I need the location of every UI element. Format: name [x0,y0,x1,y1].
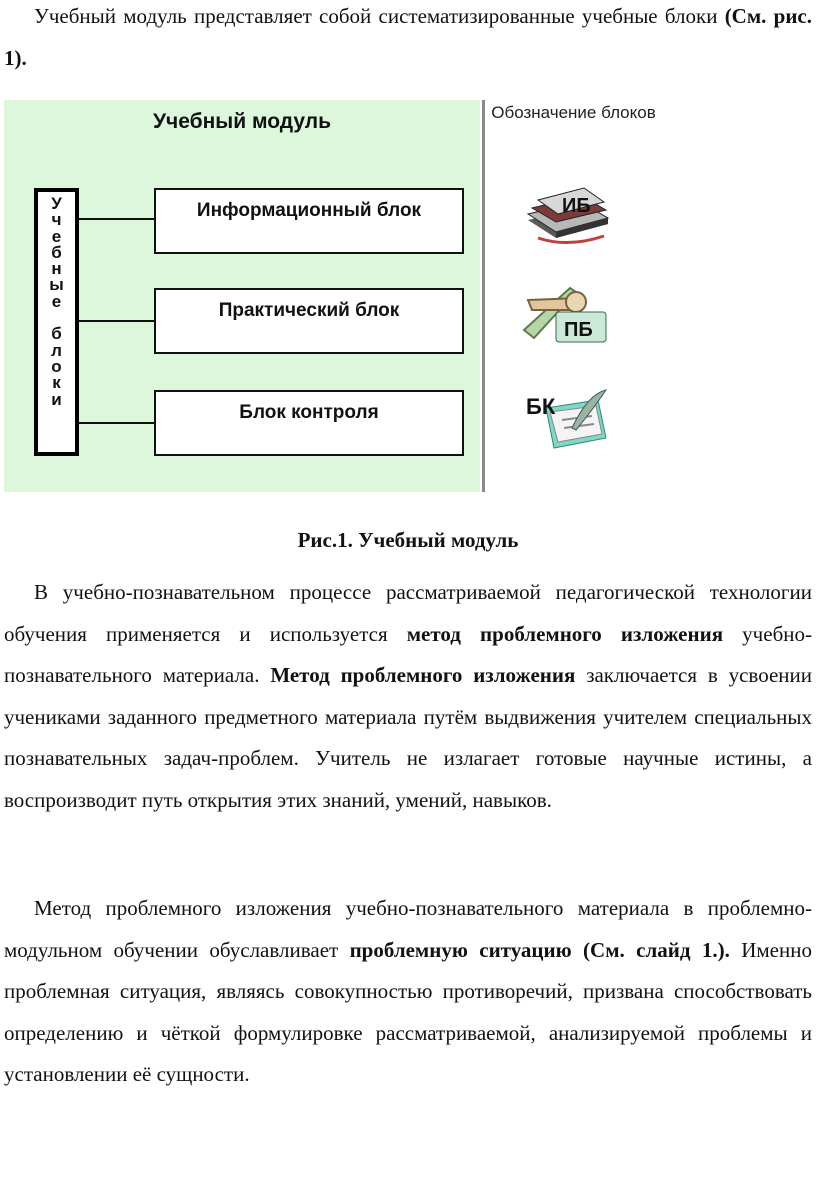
connector-line [79,320,154,322]
vertical-letter: б [51,324,62,344]
vertical-letter: о [51,356,62,376]
paragraph-text: Метод проблемного изложения учебно-позна… [4,896,812,962]
paragraph-text: заключается в усвоении учениками заданно… [4,663,812,812]
intro-text: Учебный модуль представляет собой систем… [34,4,725,28]
vertical-letter: б [51,242,62,262]
paragraph-text: В учебно-познавательном процессе рассмат… [4,580,812,646]
intro-figure-ref: (См. рис. 1). [4,4,812,70]
connector-line [79,218,154,220]
bold-term: метод проблемного изложения [406,621,724,646]
figure-learning-module: Учебный модуль У ч е б н ы е б л о к и И… [4,100,659,492]
bold-term: Метод проблемного изложения [270,663,576,687]
legend-title: Обозначение блоков [491,103,656,122]
vertical-letter: и [51,389,62,409]
intro-paragraph: Учебный модуль представляет собой систем… [4,0,812,79]
info-block-box: Информационный блок [154,188,464,254]
figure-separator [482,100,485,492]
figure-caption: Рис.1. Учебный модуль [297,528,519,552]
vertical-letter: л [51,340,62,360]
paragraph-text: Именно проблемная ситуация, являясь сово… [4,937,812,1087]
vertical-letter: н [51,259,62,279]
vertical-letter: е [51,226,62,246]
body-paragraph: В учебно-познавательном процессе рассмат… [4,572,812,821]
connector-line [79,422,154,424]
paragraph-text: учебно-познавательного материала. [4,621,812,688]
vertical-letter: ч [51,210,62,230]
body-paragraph: Метод проблемного изложения учебно-позна… [4,888,812,1096]
practical-block-box: Практический блок [154,288,464,354]
control-block-icon: БК [526,389,608,449]
icon-label: ПБ [564,319,593,341]
diagram-title: Учебный модуль [152,110,332,133]
vertical-letter: к [52,373,61,393]
icon-label: БК [526,394,556,419]
control-block-box: Блок контроля [154,390,464,456]
info-block-icon: ИБ [526,187,610,245]
vertical-letter: У [51,194,62,213]
vertical-letter: е [51,291,62,311]
icon-label: ИБ [562,195,591,217]
vertical-letter: ы [49,275,64,295]
practical-block-icon: ПБ [522,286,607,343]
bold-term: проблемную ситуацию (См. слайд 1.). [349,937,730,962]
vertical-blocks-box: У ч е б н ы е б л о к и [34,188,79,456]
